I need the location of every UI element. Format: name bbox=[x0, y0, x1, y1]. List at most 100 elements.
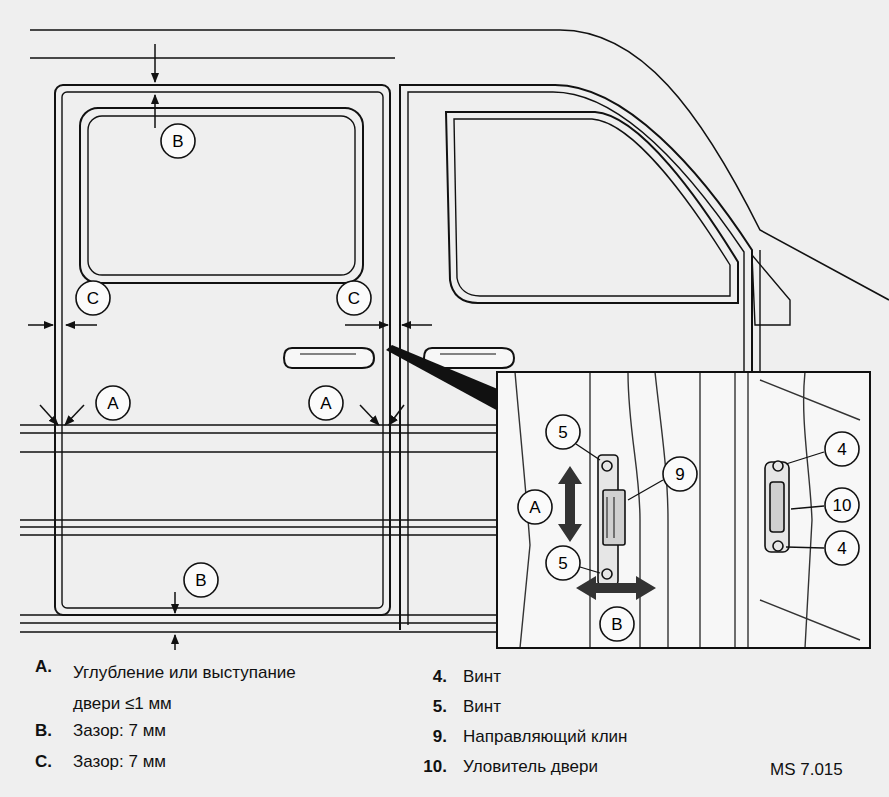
key-text: Зазор: 7 мм bbox=[73, 752, 166, 772]
key-text: MS 7.015 bbox=[770, 760, 843, 780]
key-text: Направляющий клин bbox=[463, 727, 628, 747]
detail-inset bbox=[497, 372, 870, 648]
callout-letter: A bbox=[308, 385, 344, 421]
key-text: Зазор: 7 мм bbox=[73, 721, 166, 741]
callout-letter: B bbox=[183, 562, 219, 598]
front-door bbox=[440, 353, 496, 354]
callout-text: 4 bbox=[837, 441, 846, 458]
rear-door bbox=[55, 85, 390, 615]
detail-inset bbox=[760, 380, 860, 640]
dimension-arrows bbox=[360, 405, 379, 425]
detail-inset bbox=[602, 461, 612, 471]
callout-text: B bbox=[195, 572, 206, 589]
callout-letter: B bbox=[160, 123, 196, 159]
callout-number: 10 bbox=[824, 487, 860, 523]
detail-inset bbox=[655, 373, 668, 647]
body-lines bbox=[30, 57, 395, 59]
callout-circle bbox=[96, 386, 130, 420]
detail-inset bbox=[598, 455, 789, 585]
body-lines bbox=[20, 425, 497, 452]
rear-door bbox=[300, 353, 356, 354]
dimension-arrows bbox=[154, 44, 156, 82]
detail-inset bbox=[607, 497, 614, 538]
callout-circle bbox=[309, 386, 343, 420]
callout-circle bbox=[161, 124, 195, 158]
detail-inset bbox=[576, 444, 824, 573]
rear-door bbox=[55, 85, 390, 615]
key-marker: 10. bbox=[423, 757, 447, 777]
rear-door bbox=[284, 348, 374, 368]
dimension-arrows bbox=[65, 405, 84, 425]
detail-inset bbox=[786, 547, 824, 548]
callout-circle bbox=[825, 531, 859, 565]
dimension-arrows bbox=[66, 324, 97, 326]
callout-circle bbox=[663, 457, 697, 491]
detail-inset bbox=[699, 373, 700, 647]
detail-inset bbox=[786, 452, 824, 464]
key-marker: B. bbox=[35, 721, 52, 741]
callout-text: B bbox=[172, 133, 183, 150]
body-lines bbox=[20, 615, 497, 632]
dimension-arrows bbox=[389, 405, 404, 425]
detail-pointer bbox=[386, 345, 500, 412]
callout-circle bbox=[76, 281, 110, 315]
callout-circle bbox=[546, 415, 580, 449]
detail-inset bbox=[589, 373, 590, 647]
key-text: Углубление или выступание двери ≤1 мм bbox=[73, 657, 335, 719]
callout-number: 4 bbox=[824, 431, 860, 467]
dimension-arrows bbox=[28, 44, 432, 650]
detail-inset bbox=[628, 480, 663, 500]
key-marker: 9. bbox=[433, 727, 447, 747]
detail-pointer bbox=[386, 345, 500, 412]
rear-door bbox=[62, 92, 383, 608]
dimension-arrows bbox=[174, 592, 176, 613]
key-marker: 5. bbox=[433, 697, 447, 717]
detail-inset bbox=[576, 576, 656, 600]
front-door bbox=[759, 250, 760, 372]
callout-circle bbox=[600, 607, 634, 641]
callout-number: 4 bbox=[824, 530, 860, 566]
callout-circle bbox=[825, 432, 859, 466]
detail-inset bbox=[576, 444, 600, 460]
dimension-arrows bbox=[402, 324, 432, 326]
callout-circle bbox=[337, 281, 371, 315]
callout-text: B bbox=[611, 616, 622, 633]
callout-circle bbox=[184, 563, 218, 597]
callout-text: A bbox=[320, 395, 331, 412]
detail-inset bbox=[602, 569, 612, 579]
detail-inset bbox=[791, 506, 824, 509]
dimension-arrows bbox=[345, 324, 388, 326]
callout-text: A bbox=[107, 395, 118, 412]
callout-text: 4 bbox=[837, 540, 846, 557]
detail-inset bbox=[515, 373, 860, 647]
detail-inset bbox=[628, 373, 640, 647]
front-door bbox=[454, 119, 730, 296]
callout-letter: A bbox=[517, 489, 553, 525]
callout-circle bbox=[825, 488, 859, 522]
key-text: Уловитель двери bbox=[463, 757, 598, 777]
callout-text: A bbox=[529, 499, 540, 516]
callout-letter: A bbox=[95, 385, 131, 421]
detail-inset bbox=[804, 373, 812, 647]
detail-inset bbox=[765, 462, 789, 552]
front-door bbox=[446, 112, 738, 303]
key-marker: 4. bbox=[433, 667, 447, 687]
rear-door bbox=[88, 116, 355, 275]
detail-inset bbox=[603, 490, 625, 545]
dimension-arrows bbox=[154, 95, 156, 128]
callout-number: 5 bbox=[545, 414, 581, 450]
detail-inset bbox=[773, 461, 783, 471]
callout-letter: C bbox=[75, 280, 111, 316]
callout-text: 9 bbox=[675, 466, 684, 483]
key-marker: C. bbox=[35, 752, 52, 772]
key-marker: A. bbox=[35, 657, 52, 677]
callout-text: 5 bbox=[558, 555, 567, 572]
callout-text: 10 bbox=[833, 497, 852, 514]
front-door bbox=[752, 255, 790, 325]
callout-text: C bbox=[87, 290, 99, 307]
dimension-arrows bbox=[40, 405, 58, 425]
callout-text: C bbox=[348, 290, 360, 307]
callout-number: 9 bbox=[662, 456, 698, 492]
rear-door bbox=[80, 108, 363, 283]
